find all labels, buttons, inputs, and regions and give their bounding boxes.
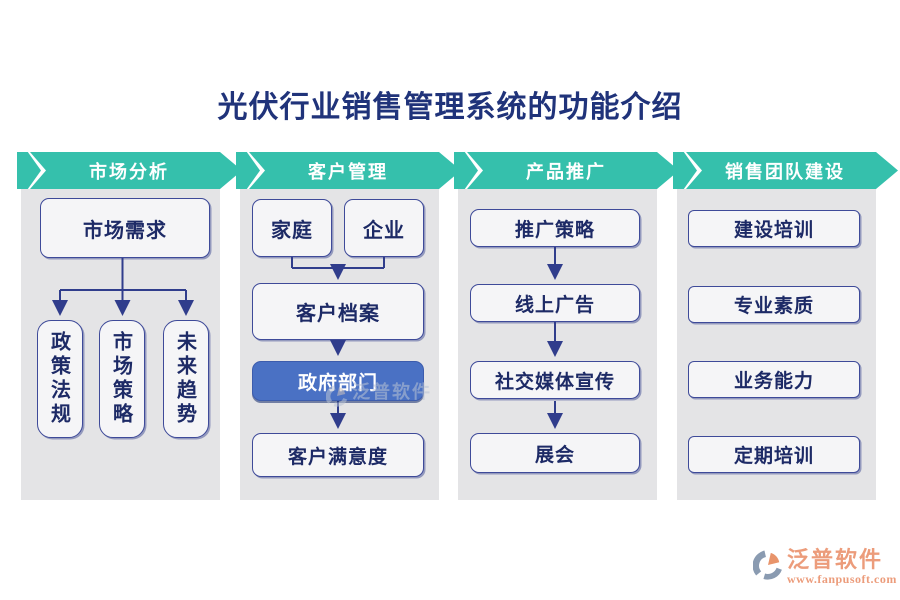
box-label: 市场策略	[109, 331, 134, 427]
fanpu-logo-icon	[753, 550, 782, 580]
box-market-strategy: 市场策略	[99, 320, 145, 438]
box-market-demand: 市场需求	[40, 198, 210, 258]
box-label: 推广策略	[514, 218, 595, 241]
box-label: 定期培训	[733, 445, 814, 467]
box-label: 建设培训	[733, 219, 814, 241]
box-label: 未来趋势	[173, 331, 198, 427]
column-header-label: 客户管理	[308, 161, 388, 183]
box-label: 家庭	[271, 217, 313, 242]
box-promotion-strategy: 推广策略	[470, 209, 640, 247]
box-policy-regulations: 政策法规	[37, 320, 83, 438]
box-government-departments: 政府部门	[252, 361, 424, 401]
box-enterprise: 企业	[344, 199, 424, 257]
box-label: 企业	[363, 217, 405, 242]
box-online-advertising: 线上广告	[470, 284, 640, 322]
column-header-label: 产品推广	[526, 161, 606, 183]
box-label: 展会	[534, 443, 575, 466]
column-header-product-promotion: 产品推广	[467, 152, 679, 189]
box-family: 家庭	[252, 199, 332, 257]
box-label: 业务能力	[733, 370, 814, 392]
column-header-label: 销售团队建设	[725, 161, 845, 183]
box-social-media-promotion: 社交媒体宣传	[470, 361, 640, 399]
footer-logo-name: 泛普软件	[787, 547, 884, 573]
box-label: 专业素质	[733, 295, 814, 317]
box-label: 社交媒体宣传	[494, 370, 615, 393]
footer-logo-url: www.fanpusoft.com	[787, 572, 897, 586]
box-label: 市场需求	[83, 217, 167, 242]
box-label: 政策法规	[47, 331, 72, 427]
box-customer-files: 客户档案	[252, 283, 424, 340]
box-construction-training: 建设培训	[688, 210, 860, 247]
box-label: 客户档案	[296, 301, 380, 325]
box-label: 政府部门	[297, 371, 378, 394]
box-future-trends: 未来趋势	[163, 320, 209, 438]
column-header-customer-management: 客户管理	[249, 152, 461, 189]
column-header-market-analysis: 市场分析	[30, 152, 242, 189]
page-title: 光伏行业销售管理系统的功能介绍	[217, 90, 683, 125]
fanpu-footer-logo: 泛普软件 www.fanpusoft.com	[753, 548, 897, 586]
box-regular-training: 定期培训	[688, 436, 860, 473]
box-label: 客户满意度	[287, 445, 388, 468]
box-customer-satisfaction: 客户满意度	[252, 433, 424, 477]
box-label: 线上广告	[514, 293, 595, 316]
box-professional-quality: 专业素质	[688, 286, 860, 323]
column-header-sales-team-building: 销售团队建设	[686, 152, 898, 189]
box-business-ability: 业务能力	[688, 361, 860, 398]
box-exhibition: 展会	[470, 433, 640, 473]
column-header-label: 市场分析	[89, 161, 169, 183]
